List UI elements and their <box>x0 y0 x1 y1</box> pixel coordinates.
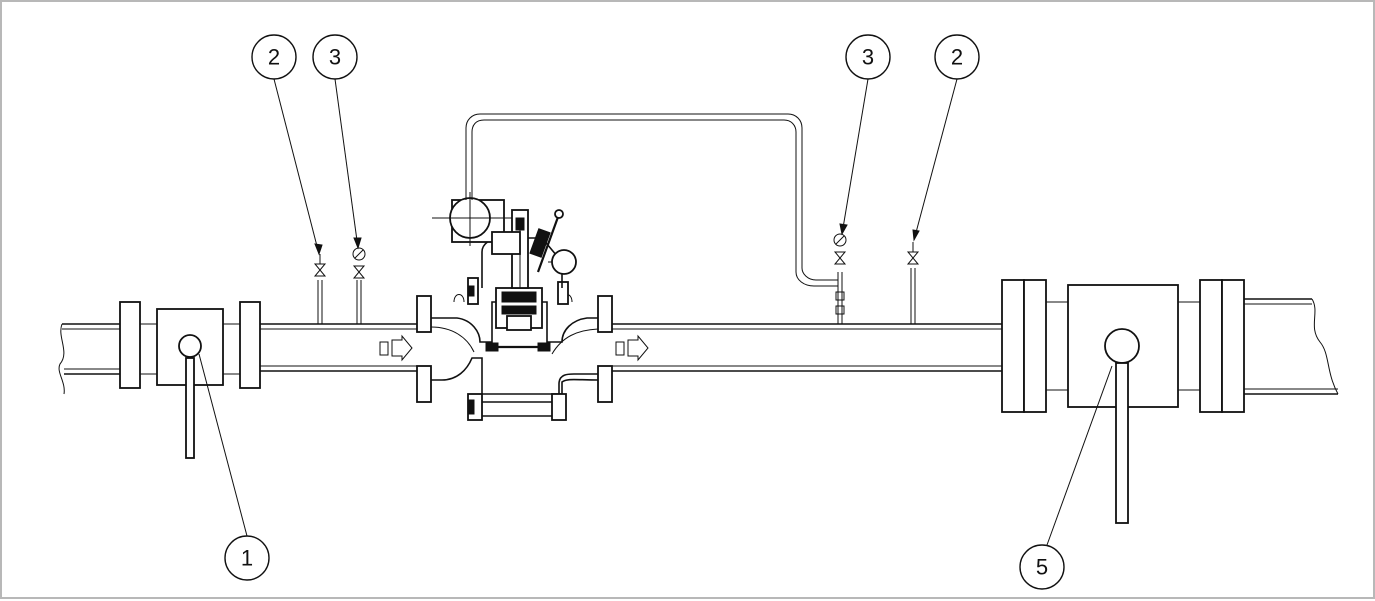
svg-text:5: 5 <box>1036 555 1048 580</box>
gauge-icon <box>352 247 366 261</box>
pressure-gauge-right <box>833 233 847 324</box>
svg-text:2: 2 <box>951 45 963 70</box>
vent-valve-right <box>906 242 920 324</box>
svg-text:3: 3 <box>862 45 874 70</box>
valve-stem-icon <box>1104 328 1140 364</box>
sensing-line <box>465 113 838 287</box>
inlet-pipe <box>58 323 120 395</box>
pressure-gauge-left <box>352 247 366 324</box>
svg-text:1: 1 <box>241 546 253 571</box>
flow-arrow-icon <box>379 334 413 362</box>
svg-text:2: 2 <box>268 45 280 70</box>
callout-1: 1 <box>224 535 270 581</box>
callout-3-right: 3 <box>845 34 891 80</box>
vent-valve-left <box>313 254 327 324</box>
valve-stem-icon <box>178 334 202 358</box>
pressure-regulator <box>416 192 613 421</box>
callout-5: 5 <box>1019 544 1065 590</box>
callout-3-left: 3 <box>312 34 358 80</box>
main-pipe-upstream <box>260 323 417 372</box>
leader-lines <box>198 78 1113 546</box>
callout-2-right: 2 <box>934 34 980 80</box>
svg-text:3: 3 <box>329 45 341 70</box>
inlet-ball-valve <box>119 301 261 459</box>
main-pipe-downstream <box>612 323 1002 372</box>
valve-handle <box>185 357 195 459</box>
flow-arrow-icon <box>615 334 649 362</box>
outlet-ball-valve <box>1001 279 1245 524</box>
callout-2-left: 2 <box>251 34 297 80</box>
gauge-icon <box>833 233 847 247</box>
outlet-pipe <box>1244 298 1339 395</box>
valve-handle <box>1115 362 1129 524</box>
